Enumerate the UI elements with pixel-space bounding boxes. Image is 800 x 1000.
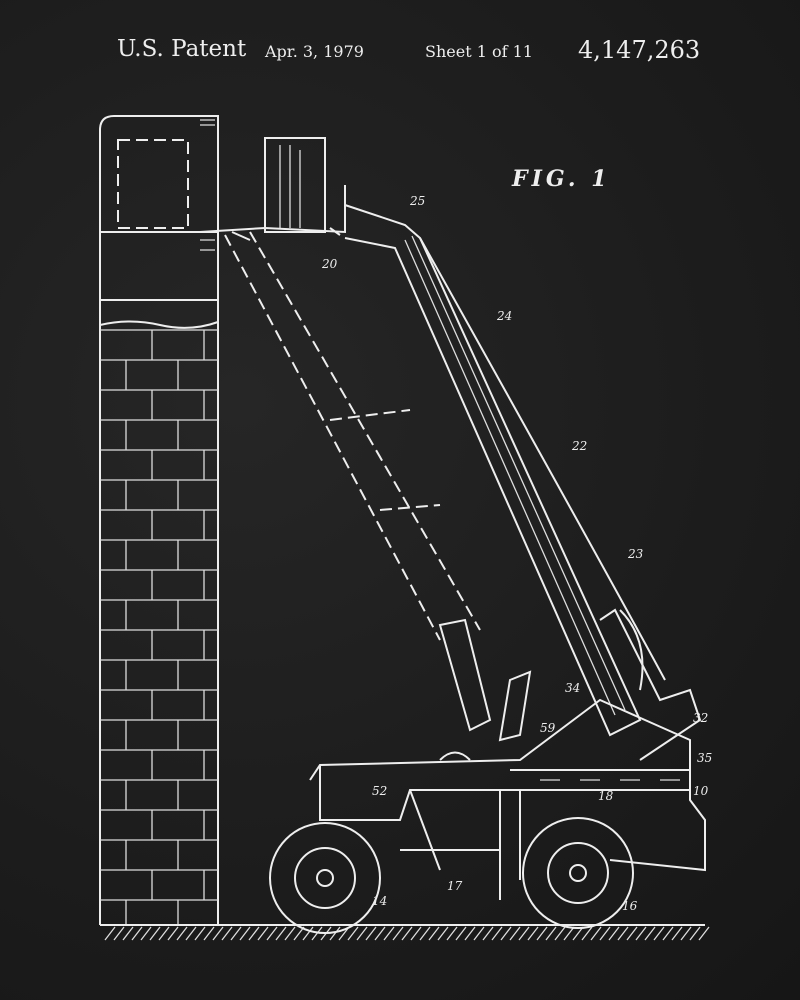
- ref-16: 16: [622, 899, 638, 913]
- ref-59: 59: [540, 721, 556, 735]
- ref-23: 23: [627, 547, 644, 561]
- ref-34: 34: [565, 681, 580, 695]
- ref-22: 22: [571, 439, 587, 453]
- brick-wall: [99, 115, 219, 925]
- vehicle-chassis: [309, 698, 706, 900]
- ref-32: 32: [693, 711, 708, 725]
- boom: [344, 204, 702, 761]
- front-wheel: [522, 817, 634, 929]
- ref-20: 20: [321, 257, 338, 271]
- rear-wheel: [269, 822, 381, 934]
- ref-17: 17: [447, 879, 463, 893]
- patent-number: 4,147,263: [578, 36, 701, 64]
- brick-lines: [100, 329, 218, 925]
- ref-18: 18: [598, 789, 614, 803]
- ground: [100, 924, 710, 941]
- ref-24: 24: [496, 309, 512, 323]
- ref-25: 25: [409, 194, 425, 208]
- platform-basket: [199, 137, 346, 241]
- retracted-boom-outline: [224, 231, 532, 742]
- reference-numerals: 25 20 24 22 23 34 32 35 10 59 52 18 14 1…: [321, 194, 712, 913]
- ref-14: 14: [372, 894, 387, 908]
- patent-title: U.S. Patent: [117, 36, 247, 62]
- ground-hatching: [104, 926, 710, 941]
- ref-52: 52: [372, 784, 387, 798]
- ref-35: 35: [697, 751, 712, 765]
- patent-date: Apr. 3, 1979: [265, 42, 364, 61]
- figure-label: FIG. 1: [511, 166, 611, 192]
- ref-10: 10: [693, 784, 709, 798]
- sheet-number: Sheet 1 of 11: [425, 42, 533, 61]
